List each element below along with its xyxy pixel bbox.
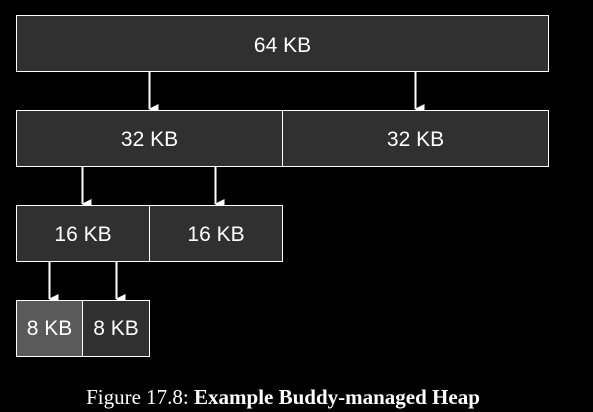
block-8kb-right-label: 8 KB: [93, 317, 139, 340]
block-32kb-right: 32 KB: [282, 110, 549, 167]
block-16kb-right-label: 16 KB: [187, 223, 244, 246]
block-64kb: 64 KB: [16, 15, 549, 72]
block-8kb-left: 8 KB: [16, 300, 83, 357]
block-32kb-right-label: 32 KB: [387, 128, 444, 151]
block-64kb-label: 64 KB: [254, 34, 311, 57]
block-16kb-left-label: 16 KB: [54, 223, 111, 246]
block-16kb-right: 16 KB: [149, 205, 283, 262]
figure-caption-title: Example Buddy-managed Heap: [194, 385, 480, 409]
figure-caption: Figure 17.8: Example Buddy-managed Heap: [0, 385, 566, 410]
block-32kb-left-label: 32 KB: [121, 128, 178, 151]
block-16kb-left: 16 KB: [16, 205, 150, 262]
block-32kb-left: 32 KB: [16, 110, 283, 167]
buddy-heap-diagram: 64 KB 32 KB 32 KB 16 KB 16 KB 8 KB 8 KB: [16, 15, 549, 357]
figure-caption-prefix: Figure 17.8:: [86, 385, 195, 409]
block-8kb-right: 8 KB: [82, 300, 150, 357]
block-8kb-left-label: 8 KB: [27, 317, 73, 340]
